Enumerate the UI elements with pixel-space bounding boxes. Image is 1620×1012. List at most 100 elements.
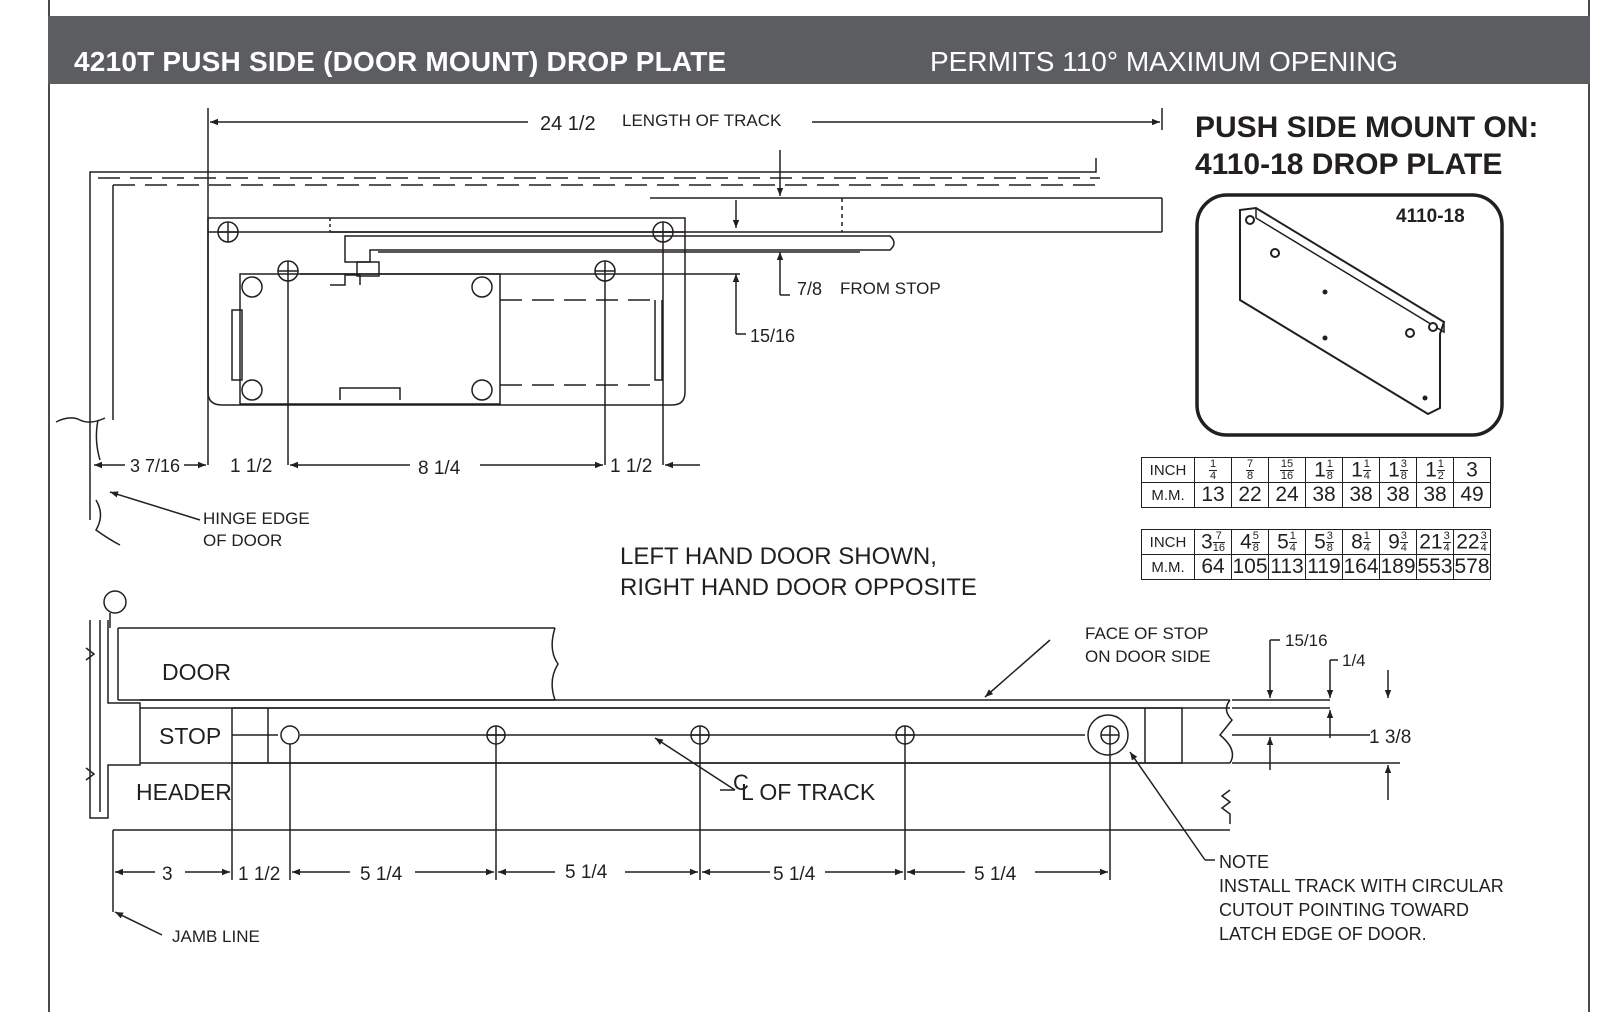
- inch-whole: 1: [1351, 458, 1363, 482]
- fraction-numerator: 1: [1288, 529, 1297, 543]
- from-stop-label: FROM STOP: [840, 279, 941, 298]
- fraction-denominator: 4: [1443, 541, 1450, 554]
- dim-bottom-5-1-4-d: 5 1/4: [974, 864, 1017, 885]
- fraction-numerator: 1: [1208, 457, 1218, 471]
- inch-whole: 3: [1466, 458, 1478, 482]
- mm-cell: 38: [1416, 482, 1454, 509]
- inch-whole: 5: [1277, 530, 1289, 554]
- centerline-label: L OF TRACK: [741, 779, 876, 805]
- fraction-denominator: 4: [1289, 541, 1296, 554]
- fraction-numerator: 3: [1399, 457, 1408, 471]
- page-title: 4210T PUSH SIDE (DOOR MOUNT) DROP PLATE: [74, 46, 727, 77]
- mm-cell: 38: [1342, 482, 1380, 509]
- from-stop-value: 7/8: [797, 279, 822, 299]
- fraction-numerator: 1: [1362, 529, 1371, 543]
- inch-whole: 1: [1388, 458, 1400, 482]
- mm-cell: 119: [1305, 554, 1343, 581]
- inch-cell: 3: [1453, 456, 1491, 484]
- offset-value: 15/16: [750, 326, 795, 346]
- dim-15-16: 15/16: [1285, 631, 1328, 650]
- inch-whole: 1: [1314, 458, 1326, 482]
- dim-center: 8 1/4: [418, 458, 461, 479]
- mm-cell: 13: [1194, 482, 1232, 509]
- inch-whole: 22: [1456, 530, 1480, 554]
- row-label-inch: INCH: [1141, 456, 1195, 484]
- fraction-numerator: 15: [1279, 457, 1295, 471]
- jamb-label: JAMB LINE: [172, 927, 260, 946]
- fraction-denominator: 4: [1363, 469, 1370, 482]
- top-view-drawing: [55, 108, 1163, 546]
- note-title: NOTE: [1219, 852, 1269, 872]
- fraction-denominator: 4: [1209, 469, 1217, 482]
- row-label-mm: M.M.: [1141, 554, 1195, 581]
- fraction-numerator: 3: [1442, 529, 1451, 543]
- hinge-label-line2: OF DOOR: [203, 531, 282, 550]
- note-line3: LATCH EDGE OF DOOR.: [1219, 924, 1427, 944]
- inch-whole: 5: [1314, 530, 1326, 554]
- dim-left: 1 1/2: [230, 456, 272, 477]
- inch-whole: 9: [1388, 530, 1400, 554]
- fraction-numerator: 1: [1325, 457, 1334, 471]
- dim-hinge: 3 7/16: [130, 456, 180, 476]
- mm-cell: 22: [1231, 482, 1269, 509]
- frame-left-border: [48, 0, 50, 1012]
- page-subtitle: PERMITS 110° MAXIMUM OPENING: [930, 46, 1399, 77]
- inch-whole: 8: [1351, 530, 1363, 554]
- fraction-numerator: 7: [1212, 530, 1225, 543]
- fraction-denominator: 8: [1400, 469, 1407, 482]
- frame-right-border: [1588, 0, 1590, 1012]
- fraction-denominator: 2: [1437, 469, 1444, 482]
- plate-label: 4110-18: [1396, 206, 1465, 227]
- fraction-denominator: 8: [1326, 469, 1333, 482]
- mm-cell: 113: [1268, 554, 1306, 581]
- mm-cell: 49: [1453, 482, 1491, 509]
- side-heading-line2: 4110-18 DROP PLATE: [1195, 148, 1502, 181]
- fraction-numerator: 5: [1251, 529, 1260, 543]
- row-label-inch: INCH: [1141, 528, 1195, 556]
- header-bar: [48, 16, 1590, 84]
- fraction-numerator: 3: [1399, 529, 1408, 543]
- fraction-denominator: 4: [1363, 541, 1370, 554]
- side-heading-line1: PUSH SIDE MOUNT ON:: [1195, 111, 1538, 144]
- dim-bottom-5-1-4-c: 5 1/4: [773, 864, 816, 885]
- mm-cell: 38: [1305, 482, 1343, 509]
- note-line1: INSTALL TRACK WITH CIRCULAR: [1219, 876, 1504, 896]
- fraction-denominator: 8: [1252, 541, 1259, 554]
- mm-cell: 164: [1342, 554, 1380, 581]
- fraction-denominator: 4: [1480, 541, 1487, 554]
